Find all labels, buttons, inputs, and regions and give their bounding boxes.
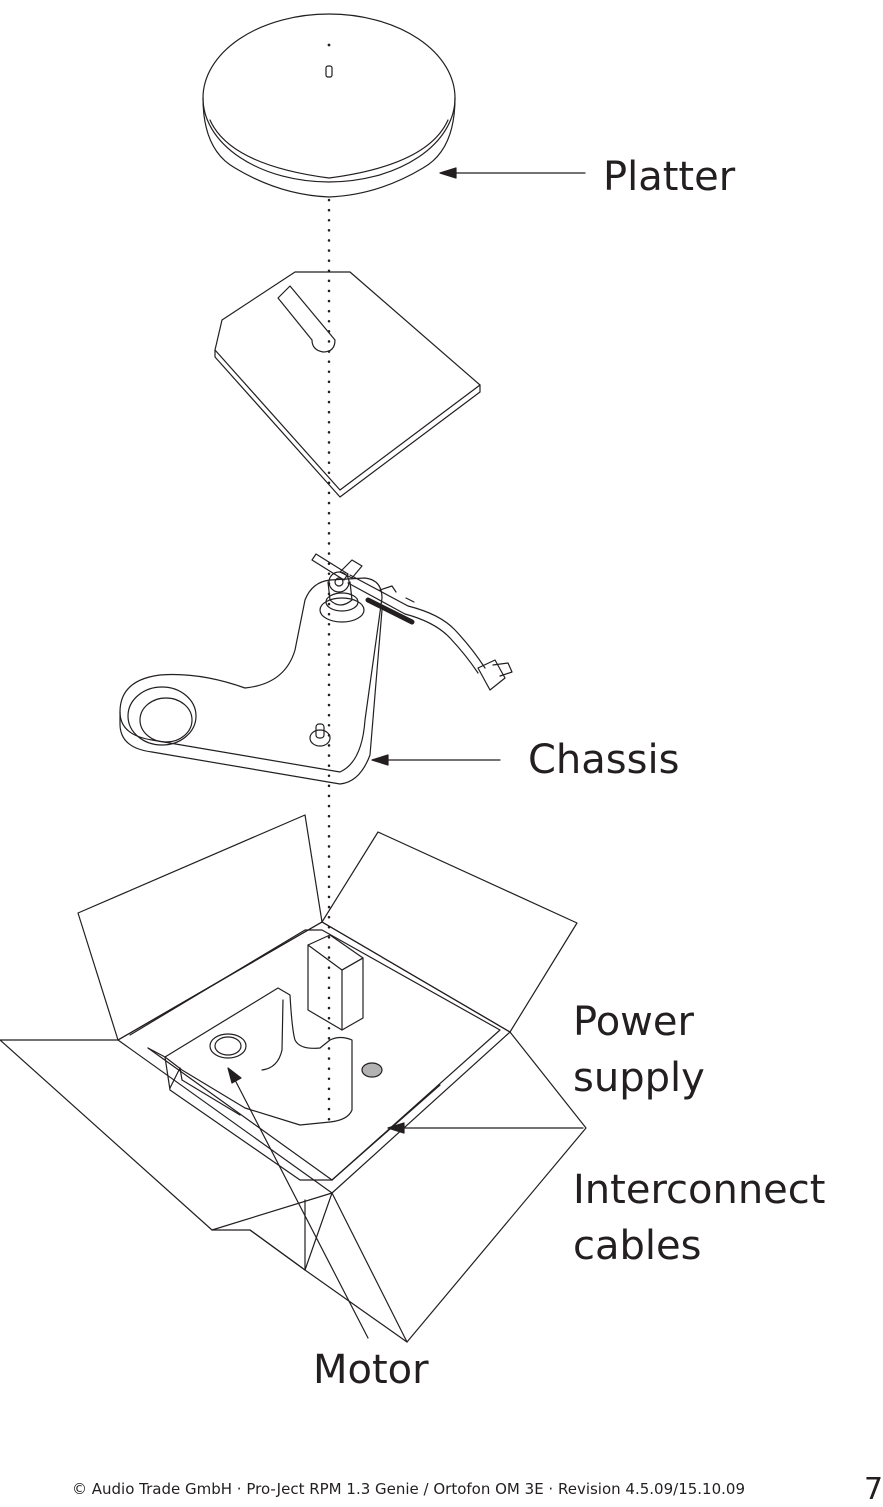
- platter-label: Platter: [603, 154, 736, 200]
- chassis-label: Chassis: [528, 737, 680, 783]
- packaging-box: [0, 814, 587, 1343]
- platter-part: [202, 13, 456, 198]
- motor-pointer-arrow: [227, 1067, 369, 1339]
- power-supply-label-line2: supply: [573, 1055, 705, 1101]
- interconnect-label-line1: Interconnect: [573, 1167, 826, 1213]
- motor-insert: [164, 987, 383, 1126]
- tonearm-part: [311, 553, 513, 691]
- motor-label: Motor: [313, 1347, 429, 1393]
- platter-pointer-arrow: [439, 167, 586, 179]
- chassis-part: [119, 577, 383, 785]
- mat-part: [214, 271, 481, 498]
- chassis-pointer-arrow: [371, 754, 501, 766]
- interconnect-pointer-arrow: [387, 1122, 584, 1134]
- interconnect-label-line2: cables: [573, 1223, 702, 1269]
- power-supply-label-line1: Power: [573, 999, 694, 1045]
- page-number: 7: [864, 1472, 883, 1507]
- footer-copyright: © Audio Trade GmbH · Pro-Ject RPM 1.3 Ge…: [72, 1480, 745, 1498]
- power-supply-part: [307, 934, 364, 1031]
- motor-spindle: [361, 1062, 383, 1078]
